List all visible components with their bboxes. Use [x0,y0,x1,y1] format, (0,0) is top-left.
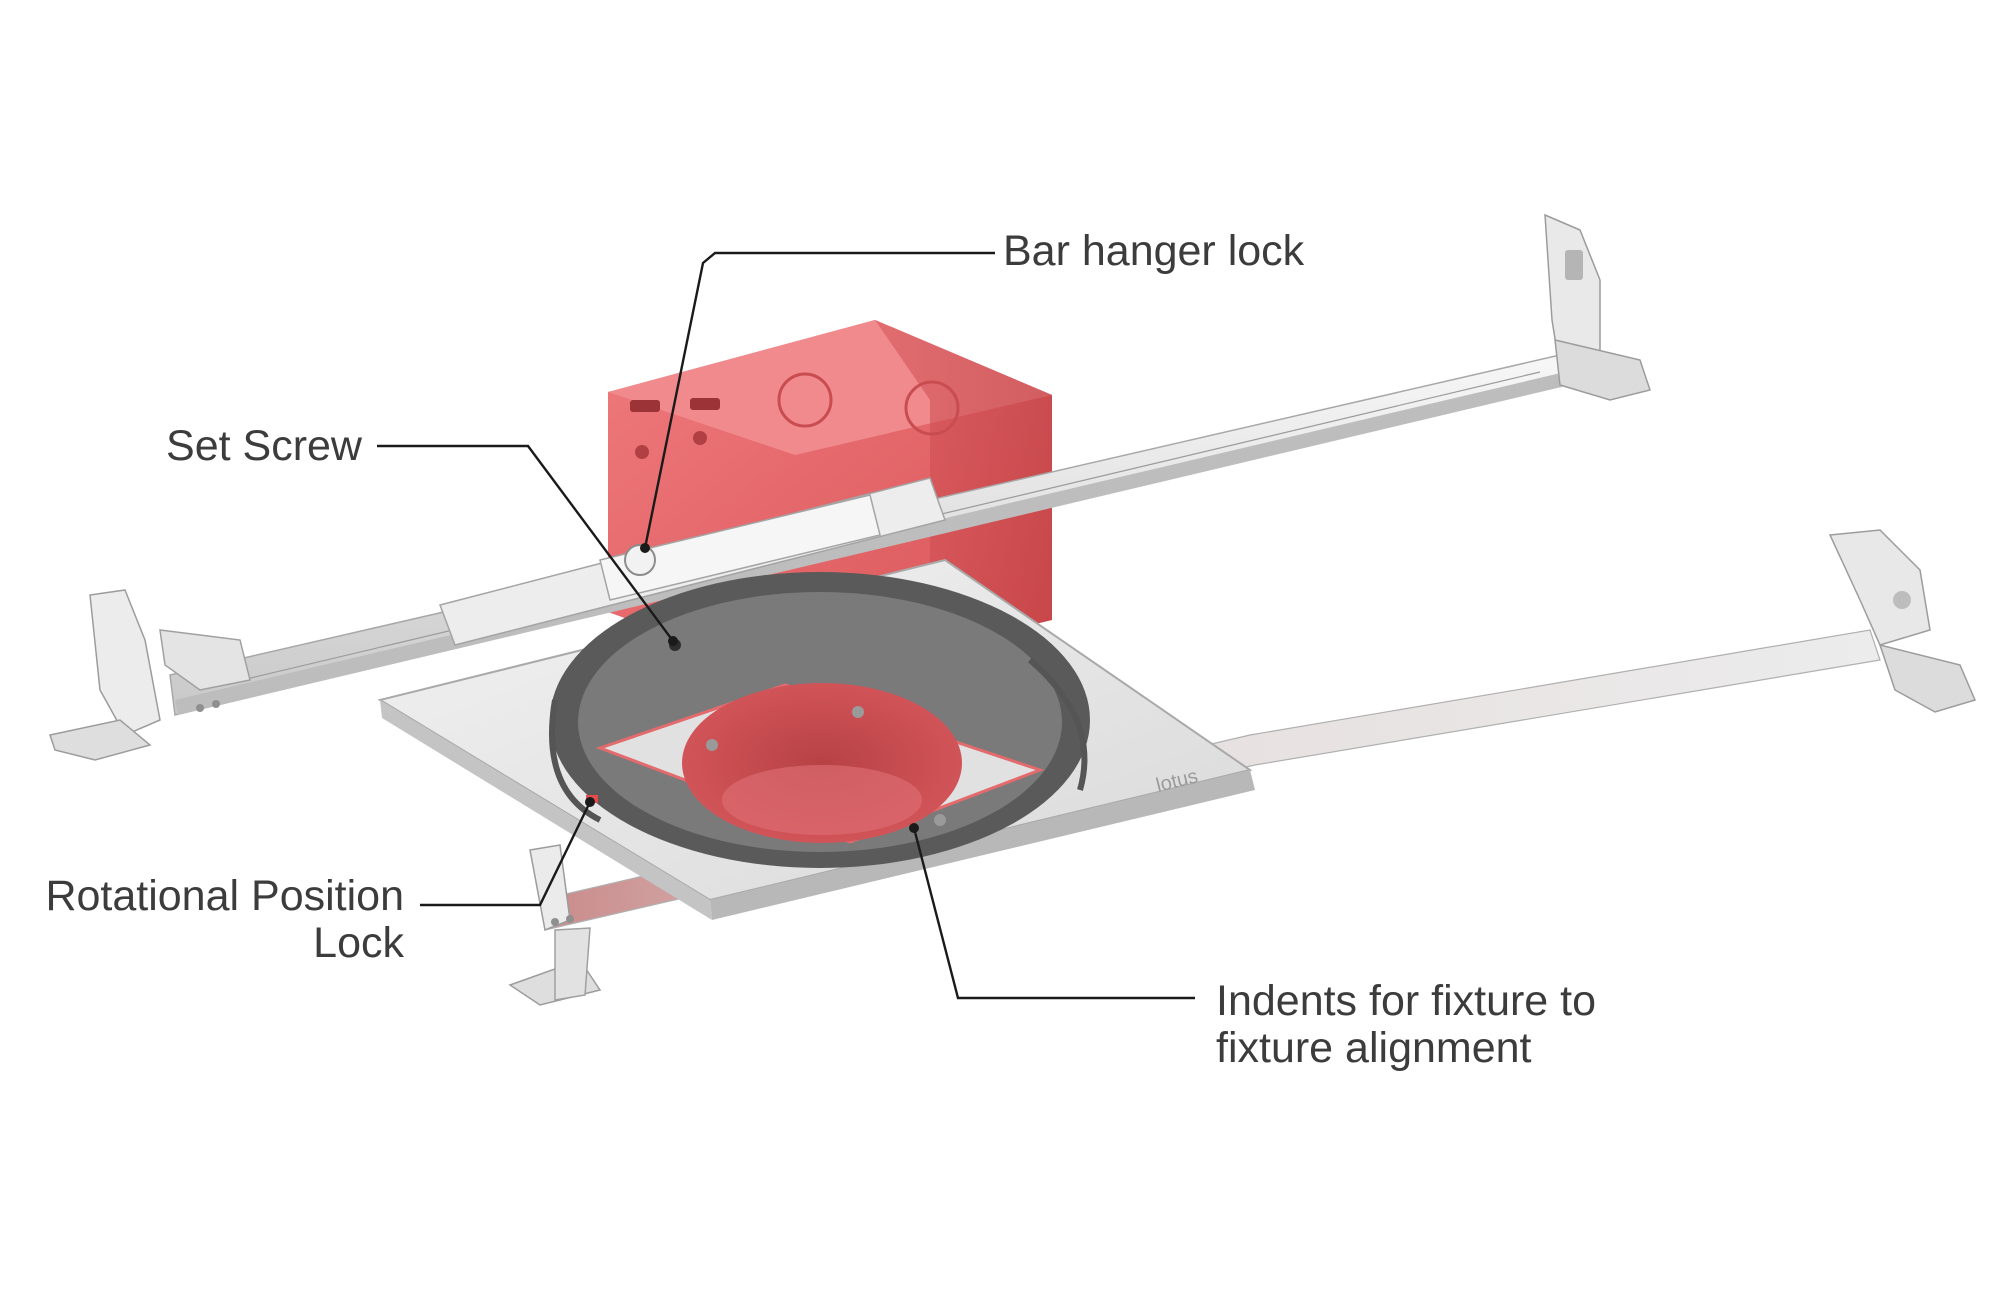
callout-set-screw: Set Screw [166,422,678,646]
screw-hole-icon [852,706,864,718]
callout-indents: Indents for fixture to fixture alignment [909,823,1596,1072]
mounting-plate: lotus [377,558,1255,920]
callout-label-bar-hanger-lock: Bar hanger lock [1003,227,1305,275]
screw-hole-icon [934,814,946,826]
knockout-icon [777,372,833,428]
callout-label-indents-line2: fixture alignment [1216,1024,1532,1072]
slot-icon [630,400,660,412]
callout-label-rotational-line2: Lock [313,919,404,967]
callout-bar-hanger-lock: Bar hanger lock [640,227,1305,553]
callout-rotational-position-lock: Rotational Position Lock [45,797,595,967]
bar-hanger-lock-knob [624,544,656,576]
bar-hanger-front [508,529,1977,1006]
slot-icon [690,398,720,410]
screw-icon [1893,591,1911,609]
callout-label-rotational-line1: Rotational Position [45,872,404,920]
callout-label-set-screw: Set Screw [166,422,363,470]
screw-hole-icon [706,739,718,751]
screw-icon [693,431,707,445]
knockout-icon [904,380,960,436]
callout-label-indents-line1: Indents for fixture to [1216,977,1596,1025]
screw-icon [635,445,649,459]
